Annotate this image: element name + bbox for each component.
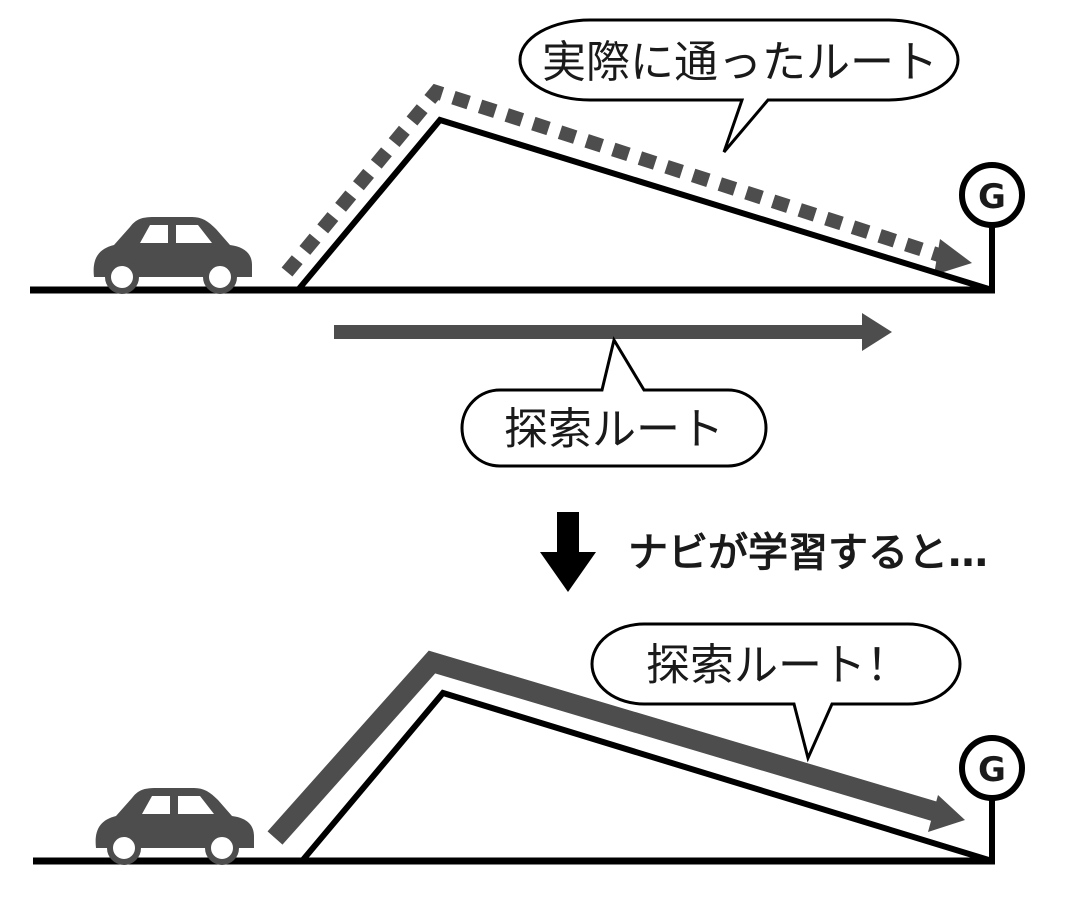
- top-road: [30, 116, 995, 294]
- search-route-arrow: [334, 313, 892, 351]
- mountain-road: [299, 689, 993, 864]
- learned-route-bubble: 探索ルート！: [590, 622, 962, 763]
- search-route-bubble-text: 探索ルート: [504, 404, 724, 455]
- car-wheel-front: [107, 831, 141, 865]
- bottom-panel: G 探索ルート！: [33, 622, 1025, 865]
- car-wheel-front: [105, 260, 139, 294]
- actual-route-bubble: 実際に通ったルート: [518, 18, 960, 153]
- bubble-shape: [590, 622, 962, 763]
- goal-circle: [959, 162, 1025, 228]
- goal-marker-icon: G: [959, 162, 1025, 292]
- car-wheel-rear: [205, 831, 239, 865]
- goal-marker-icon: G: [959, 735, 1025, 863]
- search-route-bubble: 探索ルート: [460, 336, 768, 468]
- down-arrow-icon: [540, 512, 596, 592]
- car-window-rear: [176, 225, 212, 243]
- goal-circle: [959, 735, 1025, 801]
- actual-route-line: [281, 83, 948, 277]
- learned-route-arrowhead: [928, 795, 965, 832]
- car-wheel-rear: [203, 260, 237, 294]
- car-icon: [95, 788, 254, 865]
- transition-text: ナビが学習すると…: [628, 530, 988, 576]
- car-window-rear: [178, 796, 214, 814]
- search-route-shaft: [334, 325, 864, 339]
- goal-label: G: [978, 750, 1006, 790]
- actual-route-dotted: [281, 83, 972, 277]
- actual-route-bubble-text: 実際に通ったルート: [542, 37, 938, 88]
- actual-route-arrowhead: [934, 239, 972, 275]
- learned-route-line: [267, 650, 943, 845]
- bubble-shape: [460, 336, 768, 468]
- top-panel: G 実際に通ったルート 探索ルート: [30, 18, 1025, 468]
- transition: ナビが学習すると…: [540, 512, 988, 592]
- car-window-front: [140, 225, 168, 243]
- learned-route: [267, 650, 965, 845]
- mountain-road: [295, 116, 993, 293]
- down-arrow-shaft: [557, 512, 579, 554]
- learned-route-bubble-text: 探索ルート！: [646, 640, 910, 691]
- car-icon: [93, 217, 252, 294]
- bubble-shape: [518, 18, 960, 153]
- goal-label: G: [978, 177, 1006, 217]
- bottom-road: [33, 689, 995, 865]
- down-arrow-head: [540, 552, 596, 592]
- car-window-front: [142, 796, 170, 814]
- search-route-arrowhead: [862, 313, 892, 351]
